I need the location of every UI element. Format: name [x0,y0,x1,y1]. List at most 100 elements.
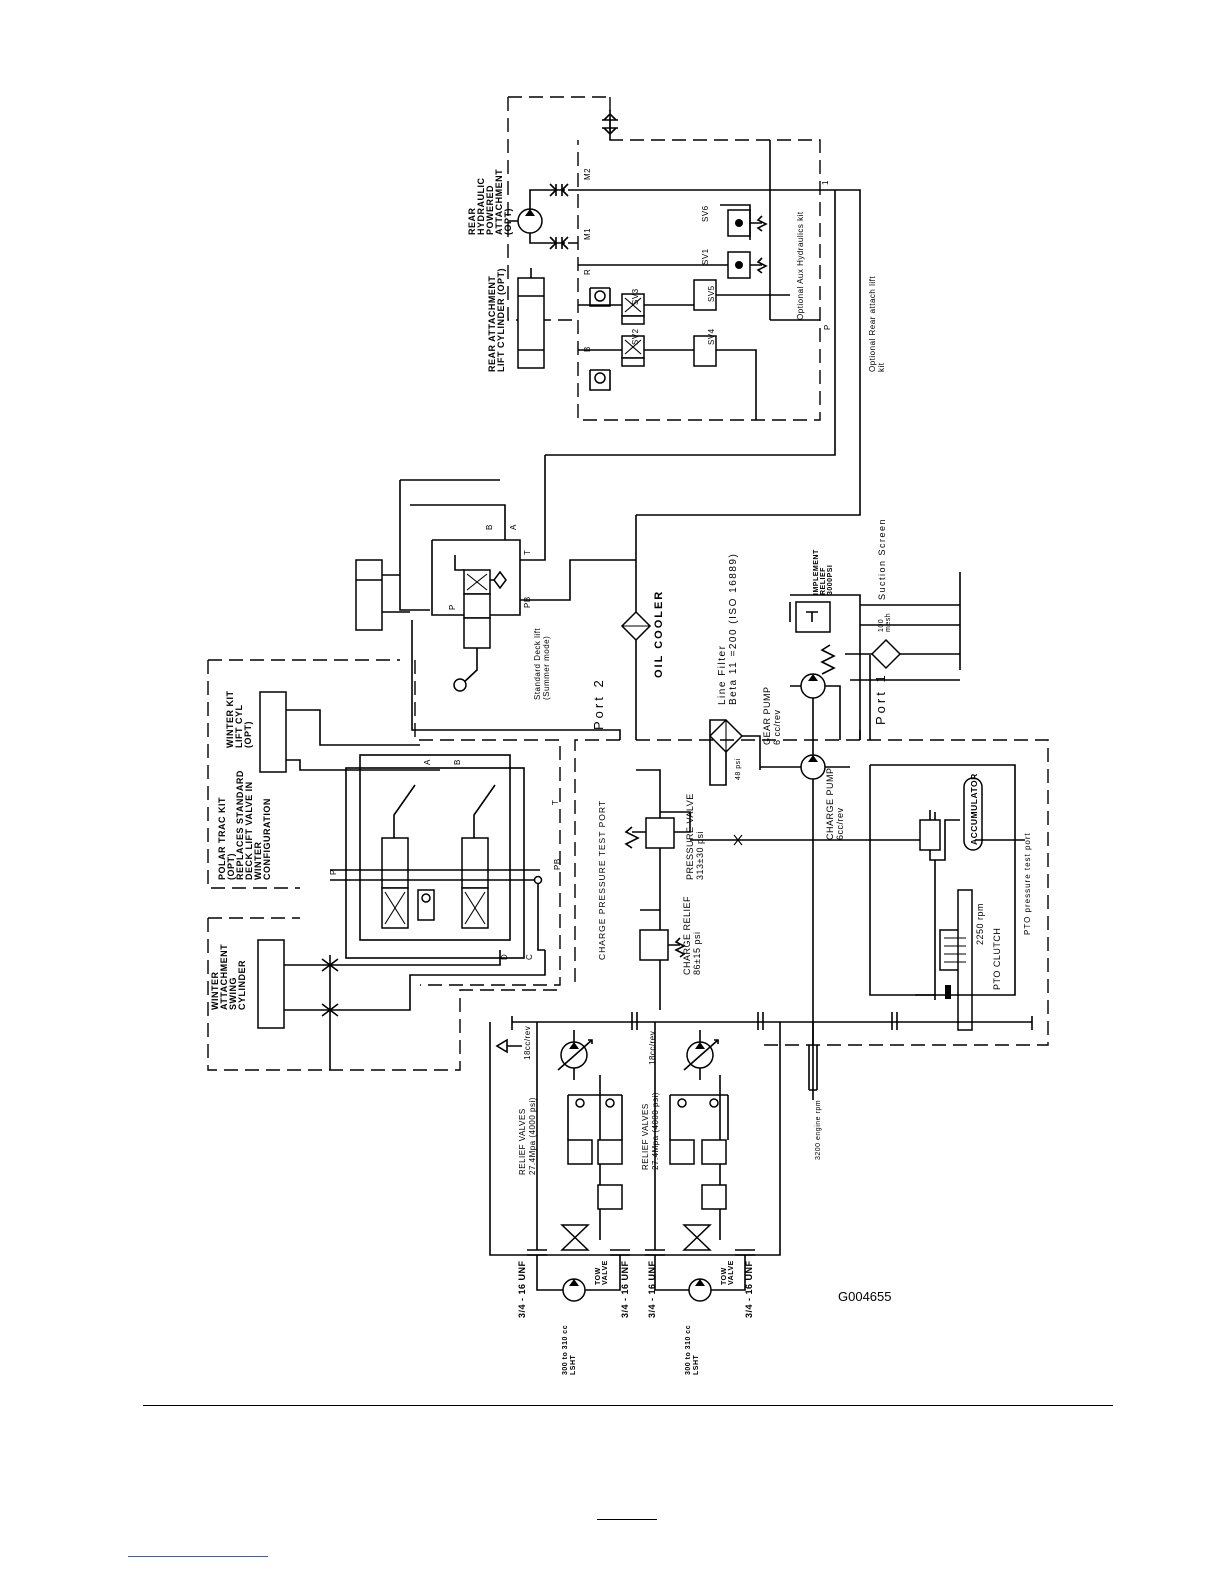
svg-text:SV4: SV4 [707,328,716,345]
suction-screen [870,638,902,670]
svg-text:IMPLEMENT RELIEF 3: IMPLEMENT RELIEF 3000PSI [813,547,834,595]
winter-swing-boundary [207,917,560,1071]
svg-text:REAR ATTACHMENT LIFT CYL: REAR ATTACHMENT LIFT CYLINDER (OPT) [487,268,506,372]
pressure-valve [645,817,675,849]
svg-text:RELIEF VALVES 27.4Mpa (4: RELIEF VALVES 27.4Mpa (4000 psi) [518,1097,537,1175]
svg-text:P: P [448,604,457,610]
footer-link-mark[interactable] [128,1556,268,1557]
deck-lift-cylinder [355,559,383,631]
svg-text:48 psi: 48 psi [735,758,742,780]
svg-text:B: B [583,346,592,352]
svg-text:3/4 - 16 UNF: 3/4 - 16 UNF [620,1260,630,1318]
relief-left-top [567,1139,593,1165]
check-valve-left [589,369,611,391]
svg-text:OIL COOLER: OIL COOLER [653,590,665,678]
winter-lift-cylinder [259,691,287,773]
check-valve-right [589,287,611,307]
svg-text:2250 rpm: 2250 rpm [975,903,985,945]
svg-text:300 to 310 cc LSHT: 300 to 310 cc LSHT [685,1322,700,1375]
svg-text:Line Filter Beta 11 =200: Line Filter Beta 11 =200 (ISO 16889) [717,553,739,705]
traction-circuit [489,1022,781,1302]
svg-text:PTO CLUTCH: PTO CLUTCH [992,928,1002,990]
drive-shaft [511,1012,1033,1091]
svg-text:SV5: SV5 [707,285,716,302]
svg-text:P: P [329,869,338,875]
svg-text:D: D [500,954,509,960]
coupler-m1 [549,236,569,250]
svg-text:PTO pressure test port: PTO pressure test port [1023,832,1032,935]
relief-right-low [701,1184,727,1210]
svg-text:T: T [551,800,560,805]
svg-text:100 mesh: 100 mesh [878,613,892,632]
valve-sv4 [693,335,717,367]
svg-text:A: A [509,524,518,530]
svg-text:A: A [423,759,432,765]
tow-valve-left [560,1224,590,1251]
pb-junction [533,875,543,885]
svg-text:M2: M2 [583,168,592,180]
svg-text:C: C [525,954,534,960]
svg-text:PB: PB [523,596,532,608]
svg-text:B: B [453,759,462,765]
svg-text:3/4 - 16 UNF: 3/4 - 16 UNF [517,1260,527,1318]
svg-text:B: B [485,524,494,530]
deck-lift-lever [453,678,467,692]
svg-text:M1: M1 [583,228,592,240]
relief-right-top [669,1139,695,1165]
charge-circuit [574,739,1049,1046]
svg-text:T: T [523,550,532,555]
implement-relief [795,601,831,633]
charge-boundary [574,739,1049,1046]
main-piping [355,190,961,1100]
svg-text:CHARGE PUMP 6cc/rev: CHARGE PUMP 6cc/rev [825,765,845,840]
relief-left-mid [597,1139,623,1165]
svg-text:Port 2: Port 2 [591,677,606,730]
svg-text:Optional Rear attach lift: Optional Rear attach lift kit [868,273,886,372]
svg-text:POLAR TRAC KIT (OPT): POLAR TRAC KIT (OPT) REPLACES STANDARD D… [217,767,272,880]
svg-text:PB: PB [553,858,562,870]
svg-text:3/4 - 16 UNF: 3/4 - 16 UNF [647,1260,657,1318]
svg-text:300 to 310 cc LSHT: 300 to 310 cc LSHT [562,1322,577,1375]
rear-aux-kit [507,96,861,516]
svg-text:P: P [823,324,832,330]
polar-trac-boundary [207,659,561,986]
footer-rule [143,1405,1113,1406]
svg-text:3/4 - 16 UNF: 3/4 - 16 UNF [744,1260,754,1318]
svg-text:R: R [583,269,592,275]
svg-text:18cc/rev: 18cc/rev [523,1026,532,1060]
svg-text:SV6: SV6 [701,205,710,222]
accumulator [963,777,983,851]
svg-text:ACCUMULATOR: ACCUMULATOR [969,773,979,845]
svg-text:SV2: SV2 [631,328,640,345]
polar-trac-kit [207,659,561,1071]
svg-text:GEAR PUMP 6 cc/rev: GEAR PUMP 6 cc/rev [762,684,782,745]
svg-text:Optional Aux Hydraulics kit: Optional Aux Hydraulics kit [796,211,805,320]
svg-text:WINTER KIT LIFT CYL: WINTER KIT LIFT CYL (OPT) [225,687,253,748]
svg-text:TOW VALVE: TOW VALVE [721,1260,735,1285]
svg-text:CHARGE RELIEF 86±15 psi: CHARGE RELIEF 86±15 psi [682,893,702,975]
svg-text:TOW VALVE: TOW VALVE [595,1260,609,1285]
svg-text:REAR HYDRAULIC POW: REAR HYDRAULIC POWERED ATTACHMENT (OPT) [467,166,513,235]
svg-text:Suction Screen: Suction Screen [877,518,887,600]
svg-text:SV3: SV3 [631,288,640,305]
tow-valve-right [682,1224,712,1251]
svg-text:Standard Deck lift (Summ: Standard Deck lift (Summer mode) [533,625,551,700]
svg-text:CHARGE PRESSURE TEST PORT: CHARGE PRESSURE TEST PORT [597,800,607,960]
svg-text:3200 engine rpm: 3200 engine rpm [815,1100,822,1160]
relief-right-mid [701,1139,727,1165]
diagram-labels: REAR HYDRAULIC POWERED ATTACHMENT (OPT) … [210,166,1032,1375]
relief-left-low [597,1184,623,1210]
svg-text:RELIEF VALVES 27.4Mpa (4: RELIEF VALVES 27.4Mpa (4000 psi) [641,1092,660,1170]
coupler-m2 [549,183,569,197]
svg-text:WINTER ATTACHMENT: WINTER ATTACHMENT SWING CYLINDER [210,941,247,1010]
charge-relief [639,929,669,961]
svg-text:PRESSURE VALVE 313±30 ps: PRESSURE VALVE 313±30 psi [685,790,705,880]
std-deck-lift-valve [453,555,507,692]
svg-text:1: 1 [821,180,830,185]
svg-text:18cc/rev: 18cc/rev [648,1031,657,1065]
svg-text:SV1: SV1 [701,248,710,265]
winter-swing-cylinder [257,939,285,1029]
page-number-mark [597,1519,657,1520]
accumulator-valve [919,819,941,851]
